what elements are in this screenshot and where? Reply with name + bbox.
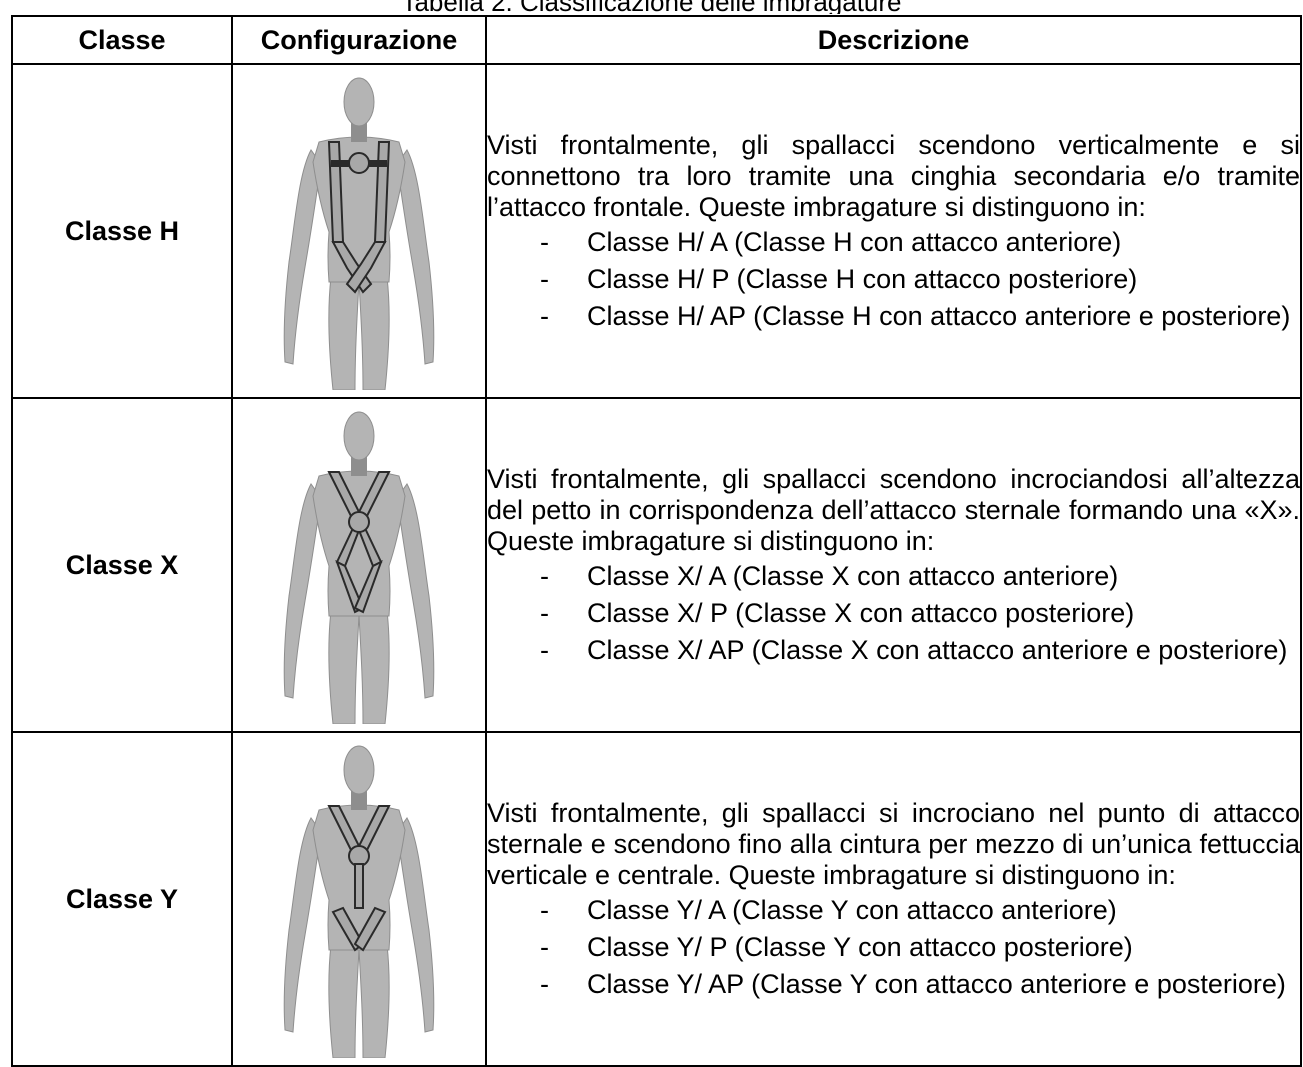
subclass-label: Classe X/ AP (Classe X con attacco anter… (587, 635, 1288, 665)
subclass-label: Classe Y/ AP (Classe Y con attacco anter… (587, 969, 1286, 999)
mannequin-leg-right (358, 610, 390, 724)
list-marker: - (540, 561, 549, 591)
mannequin-neck (351, 456, 367, 476)
mannequin-neck (351, 122, 367, 142)
header-descrizione: Descrizione (485, 15, 1302, 65)
mannequin-head (343, 411, 375, 461)
description-cell: Visti frontalmente, gli spallacci scendo… (485, 397, 1302, 733)
mannequin-leg-right (358, 944, 390, 1058)
harness-sternal-attachment (348, 511, 370, 533)
subclass-label: Classe H/ P (Classe H con attacco poster… (587, 264, 1138, 294)
subclass-label: Classe Y/ A (Classe Y con attacco anteri… (587, 895, 1117, 925)
list-item: - Classe Y/ A (Classe Y con attacco anter… (487, 895, 1300, 926)
header-row: Classe Configurazione Descrizione (11, 15, 1302, 65)
harness-leg-strap-right (353, 906, 387, 952)
description-cell: Visti frontalmente, gli spallacci si inc… (485, 731, 1302, 1067)
list-marker: - (540, 301, 549, 331)
mannequin-leg-left (328, 610, 360, 724)
class-name: Classe H (11, 63, 233, 399)
mannequin-leg-left (328, 944, 360, 1058)
mannequin-leg-right (358, 276, 390, 390)
list-item: - Classe H/ P (Classe H con attacco poste… (487, 264, 1300, 295)
list-item: - Classe H/ AP (Classe H con attacco ante… (487, 301, 1300, 332)
subclass-list: - Classe H/ A (Classe H con attacco anter… (487, 227, 1300, 332)
harness-vertical-strap (354, 863, 364, 909)
description-cell: Visti frontalmente, gli spallacci scendo… (485, 63, 1302, 399)
table-row: Classe Y Visti frontalmente, gli spallac… (11, 731, 1302, 1067)
subclass-label: Classe X/ P (Classe X con attacco poster… (587, 598, 1135, 628)
list-item: - Classe X/ A (Classe X con attacco anter… (487, 561, 1300, 592)
description-text: Visti frontalmente, gli spallacci scendo… (487, 130, 1300, 222)
mannequin-leg-left (328, 276, 360, 390)
mannequin-arm-right (396, 483, 435, 699)
harness-y-figure (283, 745, 435, 1058)
harness-x-figure (283, 411, 435, 724)
list-marker: - (540, 635, 549, 665)
mannequin-arm-right (396, 817, 435, 1033)
configuration-figure (231, 63, 487, 399)
mannequin-head (343, 745, 375, 795)
list-marker: - (540, 227, 549, 257)
description-text: Visti frontalmente, gli spallacci scendo… (487, 464, 1300, 556)
harness-front-attachment (348, 152, 370, 174)
list-marker: - (540, 598, 549, 628)
mannequin-arm-left (283, 149, 322, 365)
class-name: Classe Y (11, 731, 233, 1067)
configuration-figure (231, 731, 487, 1067)
subclass-label: Classe H/ AP (Classe H con attacco anter… (587, 301, 1291, 331)
list-item: - Classe H/ A (Classe H con attacco anter… (487, 227, 1300, 258)
table-row: Classe H Visti frontalmente, gli spallac… (11, 63, 1302, 399)
subclass-label: Classe Y/ P (Classe Y con attacco poster… (587, 932, 1133, 962)
list-item: - Classe Y/ AP (Classe Y con attacco ante… (487, 969, 1300, 1000)
harness-classification-table: Classe Configurazione Descrizione Classe… (11, 15, 1302, 1067)
harness-leg-strap-right (353, 559, 383, 614)
subclass-label: Classe X/ A (Classe X con attacco anteri… (587, 561, 1119, 591)
subclass-list: - Classe X/ A (Classe X con attacco anter… (487, 561, 1300, 666)
list-marker: - (540, 264, 549, 294)
header-configurazione: Configurazione (231, 15, 487, 65)
harness-leg-strap-right (345, 241, 387, 294)
configuration-figure (231, 397, 487, 733)
list-item: - Classe X/ P (Classe X con attacco poste… (487, 598, 1300, 629)
mannequin-arm-left (283, 817, 322, 1033)
mannequin-neck (351, 790, 367, 810)
mannequin-arm-right (396, 149, 435, 365)
subclass-list: - Classe Y/ A (Classe Y con attacco anter… (487, 895, 1300, 1000)
list-marker: - (540, 932, 549, 962)
list-marker: - (540, 969, 549, 999)
table-caption: Tabella 2. Classificazione delle imbraga… (0, 0, 1303, 14)
subclass-label: Classe H/ A (Classe H con attacco anteri… (587, 227, 1122, 257)
header-classe: Classe (11, 15, 233, 65)
list-item: - Classe X/ AP (Classe X con attacco ante… (487, 635, 1300, 666)
description-text: Visti frontalmente, gli spallacci si inc… (487, 798, 1300, 890)
list-marker: - (540, 895, 549, 925)
mannequin-head (343, 77, 375, 127)
harness-h-figure (283, 77, 435, 390)
class-name: Classe X (11, 397, 233, 733)
list-item: - Classe Y/ P (Classe Y con attacco poste… (487, 932, 1300, 963)
table-row: Classe X Visti frontalmente, gli spallac… (11, 397, 1302, 733)
mannequin-arm-left (283, 483, 322, 699)
mannequin-torso (312, 470, 406, 617)
